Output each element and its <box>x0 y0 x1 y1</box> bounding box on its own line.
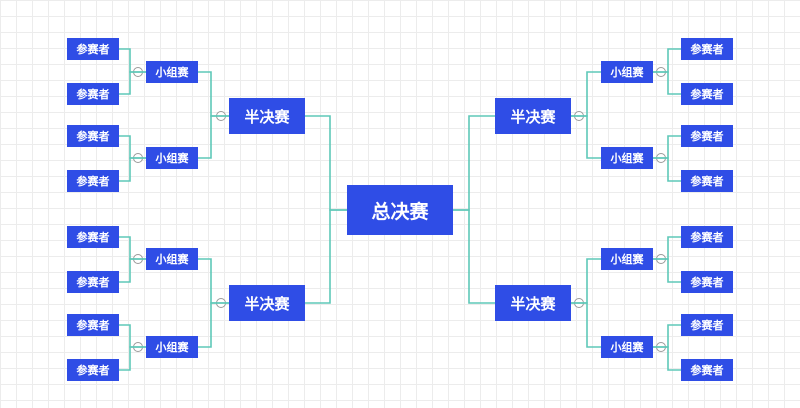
final-node[interactable]: 总决赛 <box>347 185 453 235</box>
connector-line <box>653 324 681 348</box>
participant-node-right-2-2-1[interactable]: 参赛者 <box>681 314 733 336</box>
participant-node-left-1-1-2[interactable]: 参赛者 <box>67 83 119 105</box>
connector-line <box>305 209 347 304</box>
group-node-left-2-2[interactable]: 小组赛 <box>146 336 198 358</box>
semi-node-left-1[interactable]: 半决赛 <box>229 98 305 134</box>
participant-node-left-1-2-1[interactable]: 参赛者 <box>67 125 119 147</box>
group-node-left-1-2[interactable]: 小组赛 <box>146 147 198 169</box>
connector-line <box>119 157 146 182</box>
connector-line <box>305 115 347 211</box>
participant-node-right-1-1-1[interactable]: 参赛者 <box>681 38 733 60</box>
connector-line <box>119 48 146 73</box>
participant-node-left-2-2-2[interactable]: 参赛者 <box>67 359 119 381</box>
participant-node-left-2-1-1[interactable]: 参赛者 <box>67 226 119 248</box>
semi-node-right-2[interactable]: 半决赛 <box>495 285 571 321</box>
participant-node-left-2-2-1[interactable]: 参赛者 <box>67 314 119 336</box>
group-node-left-2-1[interactable]: 小组赛 <box>146 248 198 270</box>
participant-node-left-1-2-2[interactable]: 参赛者 <box>67 170 119 192</box>
connector-line <box>571 115 601 159</box>
connector-line <box>653 71 681 95</box>
group-node-right-1-2[interactable]: 小组赛 <box>601 147 653 169</box>
connector-line <box>653 346 681 371</box>
connector-line <box>119 135 146 159</box>
group-node-right-2-1[interactable]: 小组赛 <box>601 248 653 270</box>
participant-node-right-2-1-1[interactable]: 参赛者 <box>681 226 733 248</box>
semi-node-right-1[interactable]: 半决赛 <box>495 98 571 134</box>
connector-line <box>453 115 495 211</box>
connector-line <box>653 258 681 283</box>
group-node-left-1-1[interactable]: 小组赛 <box>146 61 198 83</box>
connector-line <box>198 115 229 159</box>
connector-line <box>119 236 146 260</box>
participant-node-right-2-1-2[interactable]: 参赛者 <box>681 271 733 293</box>
connector-line <box>571 71 601 117</box>
semi-node-left-2[interactable]: 半决赛 <box>229 285 305 321</box>
participant-node-right-1-1-2[interactable]: 参赛者 <box>681 83 733 105</box>
group-node-right-2-2[interactable]: 小组赛 <box>601 336 653 358</box>
connector-line <box>119 258 146 283</box>
connector-line <box>653 48 681 73</box>
group-node-right-1-1[interactable]: 小组赛 <box>601 61 653 83</box>
connector-line <box>198 71 229 117</box>
participant-node-right-2-2-2[interactable]: 参赛者 <box>681 359 733 381</box>
participant-node-right-1-2-2[interactable]: 参赛者 <box>681 170 733 192</box>
connector-line <box>119 324 146 348</box>
connector-line <box>653 135 681 159</box>
connector-line <box>198 302 229 348</box>
connector-line <box>453 209 495 304</box>
connector-line <box>119 71 146 95</box>
connector-line <box>119 346 146 371</box>
connector-line <box>653 236 681 260</box>
participant-node-left-2-1-2[interactable]: 参赛者 <box>67 271 119 293</box>
connector-line <box>653 157 681 182</box>
connector-line <box>198 258 229 304</box>
participant-node-left-1-1-1[interactable]: 参赛者 <box>67 38 119 60</box>
connector-line <box>571 302 601 348</box>
participant-node-right-1-2-1[interactable]: 参赛者 <box>681 125 733 147</box>
connector-line <box>571 258 601 304</box>
